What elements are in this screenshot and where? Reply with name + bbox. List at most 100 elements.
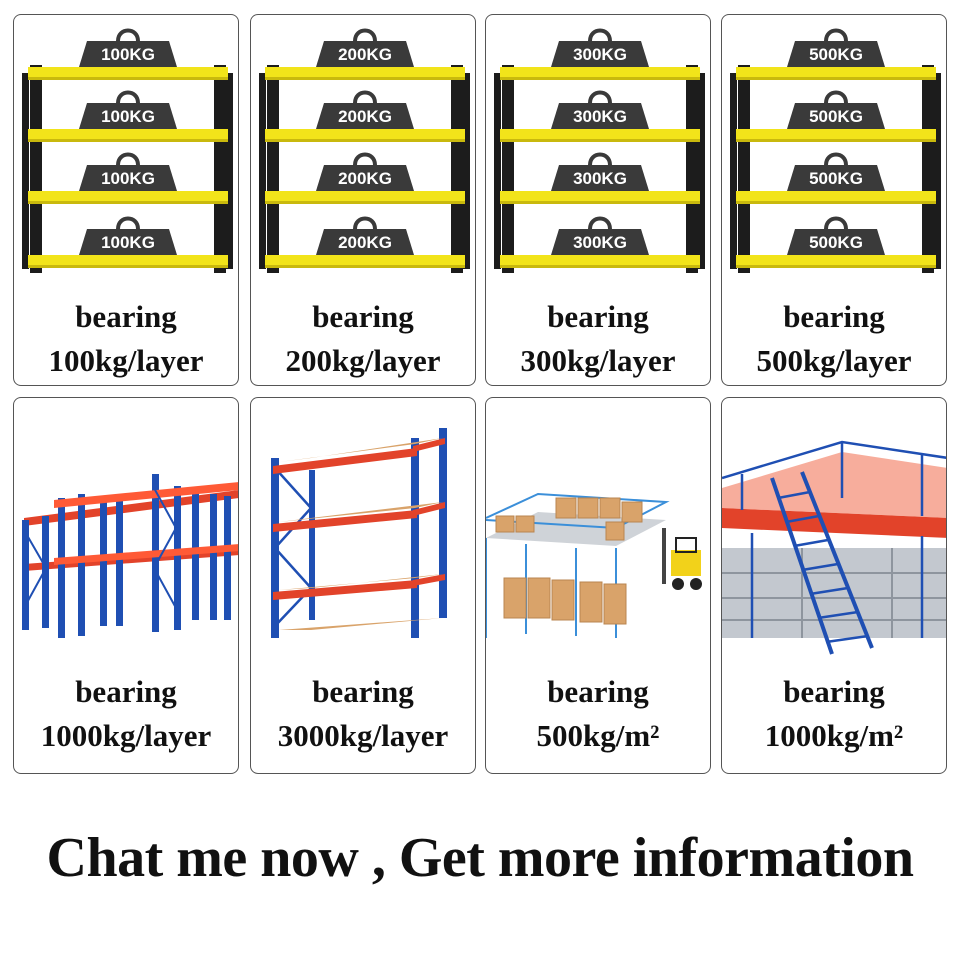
caption-line2: 500kg/layer xyxy=(756,343,912,378)
shelf-board xyxy=(265,67,465,77)
shelf-board xyxy=(28,129,228,139)
boltless-shelf-illustration: 500KG 500KG 500KG 500KG xyxy=(730,28,941,273)
caption-line1: bearing xyxy=(75,299,177,334)
weight-label: 300KG xyxy=(573,107,627,126)
caption-line2: 1000kg/m² xyxy=(764,718,904,753)
card-100kg-layer[interactable]: 100KG 100KG 100KG 100KG bearing 100kg/layer xyxy=(13,14,239,386)
weight-block xyxy=(787,229,885,255)
weight-block xyxy=(551,165,649,191)
caption-line2: 1000kg/layer xyxy=(40,718,212,753)
cta-chat-banner[interactable]: Chat me now , Get more information xyxy=(46,827,914,889)
weight-handle xyxy=(353,28,377,42)
card-3000kg-layer[interactable]: bearing 3000kg/layer xyxy=(250,397,476,774)
caption-line1: bearing xyxy=(783,299,885,334)
weight-handle xyxy=(116,216,140,230)
weight-label: 300KG xyxy=(573,45,627,64)
caption-line2: 500kg/m² xyxy=(536,718,660,753)
weight-block xyxy=(551,229,649,255)
caption-line1: bearing xyxy=(312,674,414,709)
weight-handle xyxy=(116,28,140,42)
card-caption: bearing 500kg/m² xyxy=(486,670,710,758)
weight-label: 500KG xyxy=(809,233,863,252)
card-caption: bearing 300kg/layer xyxy=(486,295,710,383)
weight-label: 500KG xyxy=(809,107,863,126)
card-1000kg-layer[interactable]: bearing 1000kg/layer xyxy=(13,397,239,774)
mezzanine-stairs-illustration xyxy=(722,440,946,655)
boltless-shelf-illustration: 300KG 300KG 300KG 300KG xyxy=(494,28,705,273)
product-grid: 100KG 100KG 100KG 100KG bearing 100kg/layer… xyxy=(13,14,947,774)
shelf-board xyxy=(736,255,936,265)
weight-block xyxy=(79,103,177,129)
heavy-duty-pallet-rack-illustration xyxy=(22,474,238,638)
shelf-board xyxy=(265,191,465,201)
weight-handle xyxy=(588,28,612,42)
weight-block xyxy=(787,165,885,191)
caption-line1: bearing xyxy=(312,299,414,334)
caption-line1: bearing xyxy=(547,299,649,334)
caption-line2: 200kg/layer xyxy=(285,343,441,378)
weight-label: 100KG xyxy=(101,169,155,188)
upright-post xyxy=(502,65,514,273)
weight-block xyxy=(551,41,649,67)
shelf-board xyxy=(265,255,465,265)
weight-block xyxy=(787,41,885,67)
shelf-board xyxy=(500,129,700,139)
caption-line2: 3000kg/layer xyxy=(277,718,449,753)
weight-handle xyxy=(824,216,848,230)
card-caption: bearing 1000kg/layer xyxy=(14,670,238,758)
upright-post xyxy=(451,65,463,273)
weight-block xyxy=(79,229,177,255)
weight-label: 300KG xyxy=(573,233,627,252)
shelf-board xyxy=(265,129,465,139)
card-500kg-layer[interactable]: 500KG 500KG 500KG 500KG bearing 500kg/layer xyxy=(721,14,947,386)
weight-label: 100KG xyxy=(101,107,155,126)
weight-block xyxy=(79,41,177,67)
caption-line2: 100kg/layer xyxy=(48,343,204,378)
upright-post xyxy=(267,65,279,273)
card-500kg-m2[interactable]: bearing 500kg/m² xyxy=(485,397,711,774)
weight-label: 200KG xyxy=(338,107,392,126)
caption-line2: 300kg/layer xyxy=(520,343,676,378)
upright-post xyxy=(214,65,226,273)
weight-handle xyxy=(116,90,140,104)
weight-label: 500KG xyxy=(809,45,863,64)
weight-handle xyxy=(824,90,848,104)
upright-post xyxy=(922,65,934,273)
weight-label: 200KG xyxy=(338,45,392,64)
weight-block xyxy=(787,103,885,129)
card-1000kg-m2[interactable]: bearing 1000kg/m² xyxy=(721,397,947,774)
shelf-board xyxy=(500,255,700,265)
caption-line1: bearing xyxy=(783,674,885,709)
weight-handle xyxy=(353,152,377,166)
weight-handle xyxy=(824,28,848,42)
shelf-board xyxy=(500,67,700,77)
shelf-board xyxy=(736,129,936,139)
shelf-board xyxy=(736,67,936,77)
weight-handle xyxy=(588,216,612,230)
upright-post xyxy=(30,65,42,273)
weight-block xyxy=(551,103,649,129)
shelf-board xyxy=(28,255,228,265)
weight-block xyxy=(316,229,414,255)
weight-label: 100KG xyxy=(101,233,155,252)
weight-label: 100KG xyxy=(101,45,155,64)
weight-block xyxy=(79,165,177,191)
weight-label: 500KG xyxy=(809,169,863,188)
boltless-shelf-illustration: 100KG 100KG 100KG 100KG xyxy=(22,28,233,273)
card-caption: bearing 500kg/layer xyxy=(722,295,946,383)
card-300kg-layer[interactable]: 300KG 300KG 300KG 300KG bearing 300kg/layer xyxy=(485,14,711,386)
caption-line1: bearing xyxy=(547,674,649,709)
shelf-board xyxy=(736,191,936,201)
weight-block xyxy=(316,41,414,67)
card-caption: bearing 200kg/layer xyxy=(251,295,475,383)
weight-handle xyxy=(588,152,612,166)
weight-block xyxy=(316,103,414,129)
weight-label: 200KG xyxy=(338,169,392,188)
weight-label: 300KG xyxy=(573,169,627,188)
card-caption: bearing 100kg/layer xyxy=(14,295,238,383)
weight-handle xyxy=(116,152,140,166)
shelf-board xyxy=(28,191,228,201)
card-caption: bearing 3000kg/layer xyxy=(251,670,475,758)
